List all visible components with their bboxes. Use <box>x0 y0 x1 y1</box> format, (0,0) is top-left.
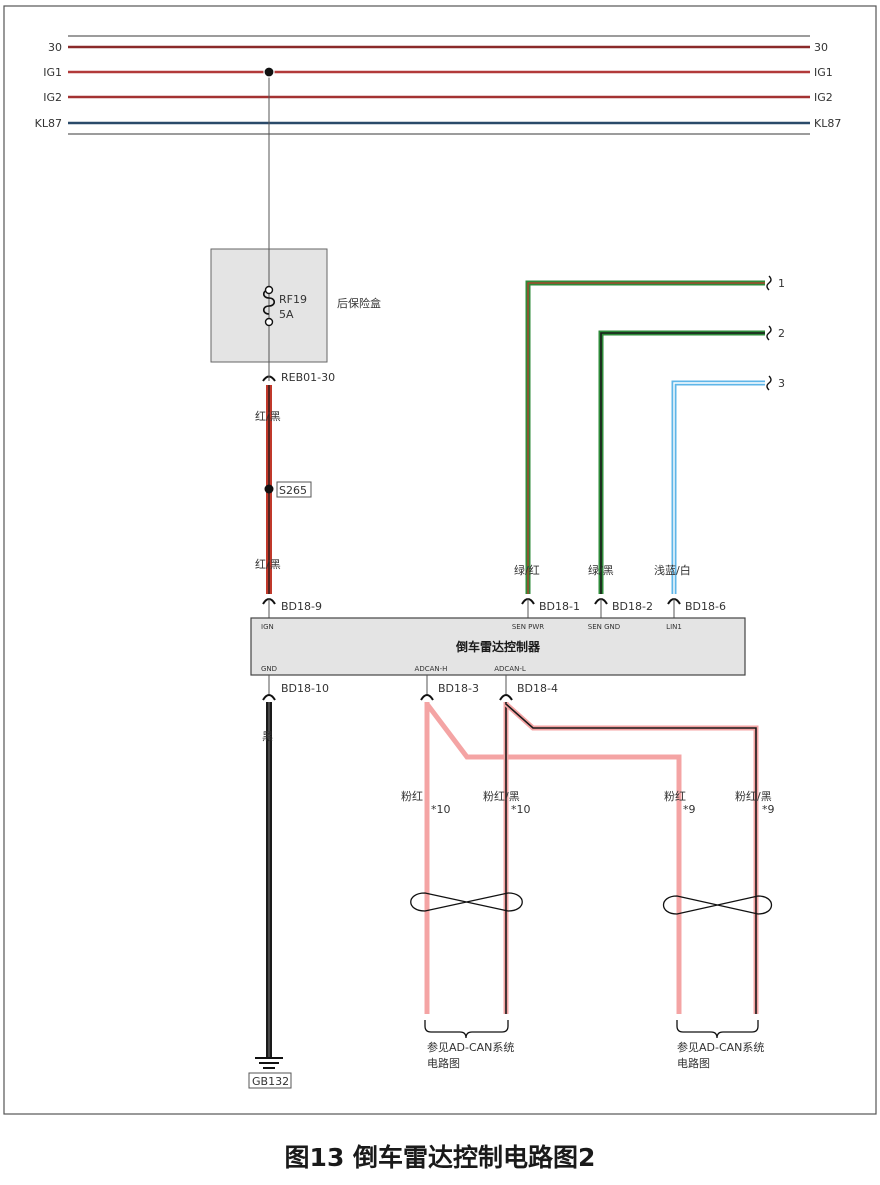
reference-brace-left <box>424 1020 509 1039</box>
connector-bd18-6-label: BD18-6 <box>685 600 726 613</box>
connector-bd18-10 <box>262 694 276 701</box>
connector-bd18-9-label: BD18-9 <box>281 600 322 613</box>
bus-label-ig2-right: IG2 <box>814 91 833 104</box>
bus-label-30-right: 30 <box>814 41 828 54</box>
pin-label-ign: IGN <box>261 623 274 631</box>
radar-controller: 倒车雷达控制器 IGN SEN PWR SEN GND LIN1 GND ADC… <box>250 617 746 676</box>
controller-body <box>250 617 746 676</box>
reference-left-line2: 电路图 <box>427 1057 460 1070</box>
lin1-wire <box>671 380 765 594</box>
connector-bd18-3 <box>420 694 434 701</box>
reference-right-line1: 参见AD-CAN系统 <box>677 1040 764 1054</box>
reference-left-line1: 参见AD-CAN系统 <box>427 1040 514 1054</box>
pin-label-adcan-h: ADCAN-H <box>415 665 448 673</box>
can-l-wire <box>503 702 759 1014</box>
bus-label-30-left: 30 <box>48 41 62 54</box>
fuse-id-label: RF19 <box>279 293 307 306</box>
ground-symbol <box>255 1057 283 1069</box>
connector-reb01-30-label: REB01-30 <box>281 371 335 384</box>
note-can-l-right: *9 <box>762 803 775 816</box>
wire-color-can-l-left: 粉红/黑 <box>483 790 520 803</box>
wire-color-gnd: 黑 <box>262 730 273 743</box>
off-sheet-mark-1 <box>766 275 772 291</box>
fuse-box-name: 后保险盒 <box>337 296 381 310</box>
twisted-pair-left <box>410 892 523 912</box>
ground-gb132-box <box>248 1072 292 1089</box>
wire-color-can-h-right: 粉红 <box>664 790 686 803</box>
off-sheet-label-1: 1 <box>778 277 785 290</box>
fuse-rating-label: 5A <box>279 308 294 321</box>
sen-pwr-wire <box>525 280 765 594</box>
controller-name: 倒车雷达控制器 <box>455 639 541 654</box>
bus-label-kl87-left: KL87 <box>35 117 62 130</box>
pin-label-gnd: GND <box>261 665 277 673</box>
pin-label-sen-pwr: SEN PWR <box>512 623 544 631</box>
note-can-l-left: *10 <box>511 803 531 816</box>
wire-color-can-l-right: 粉红/黑 <box>735 790 772 803</box>
twisted-pair-right <box>662 895 773 915</box>
splice-s265-label: S265 <box>279 484 307 497</box>
bus-label-kl87-right: KL87 <box>814 117 841 130</box>
off-sheet-mark-2 <box>766 325 772 341</box>
off-sheet-label-3: 3 <box>778 377 785 390</box>
sen-gnd-wire <box>598 330 765 594</box>
can-h-wire <box>424 702 682 1014</box>
connector-bd18-2-label: BD18-2 <box>612 600 653 613</box>
off-sheet-mark-3 <box>766 375 772 391</box>
wire-color-sen-pwr: 绿/红 <box>514 563 540 577</box>
ig1-splice-dot <box>263 66 275 78</box>
bus-label-ig1-right: IG1 <box>814 66 833 79</box>
bus-label-ig1-left: IG1 <box>43 66 62 79</box>
splice-s265-box <box>276 481 312 498</box>
bus-label-ig2-left: IG2 <box>43 91 62 104</box>
connector-bd18-4-label: BD18-4 <box>517 682 558 695</box>
power-bus: 30 IG1 IG2 KL87 30 IG1 IG2 KL87 <box>35 35 841 135</box>
connector-bd18-3-label: BD18-3 <box>438 682 479 695</box>
pin-label-adcan-l: ADCAN-L <box>494 665 526 673</box>
pin-label-lin1: LIN1 <box>666 623 682 631</box>
figure-caption: 图13 倒车雷达控制电路图2 <box>284 1143 596 1172</box>
ground-gb132-label: GB132 <box>252 1075 289 1088</box>
reference-right-line2: 电路图 <box>677 1057 710 1070</box>
note-can-h-right: *9 <box>683 803 696 816</box>
wire-color-sen-gnd: 绿/黑 <box>588 563 614 577</box>
note-can-h-left: *10 <box>431 803 451 816</box>
fuse-symbol <box>262 289 276 315</box>
connector-bd18-4 <box>499 694 513 701</box>
splice-s265-dot <box>264 484 274 494</box>
connector-bd18-1-label: BD18-1 <box>539 600 580 613</box>
circuit-diagram: 30 IG1 IG2 KL87 30 IG1 IG2 KL87 RF19 5A … <box>3 5 877 1115</box>
diagram-frame <box>3 5 877 1115</box>
fuse-terminal-top <box>264 285 274 295</box>
wire-color-ign-lower: 红/黑 <box>255 558 281 571</box>
wire-color-ign-upper: 红/黑 <box>255 410 281 423</box>
wire-color-lin1: 浅蓝/白 <box>654 563 691 577</box>
connector-bd18-10-label: BD18-10 <box>281 682 329 695</box>
off-sheet-label-2: 2 <box>778 327 785 340</box>
wire-color-can-h-left: 粉红 <box>401 790 423 803</box>
pin-label-sen-gnd: SEN GND <box>588 623 620 631</box>
fuse-terminal-bottom <box>264 317 274 327</box>
reference-brace-right <box>676 1020 759 1039</box>
